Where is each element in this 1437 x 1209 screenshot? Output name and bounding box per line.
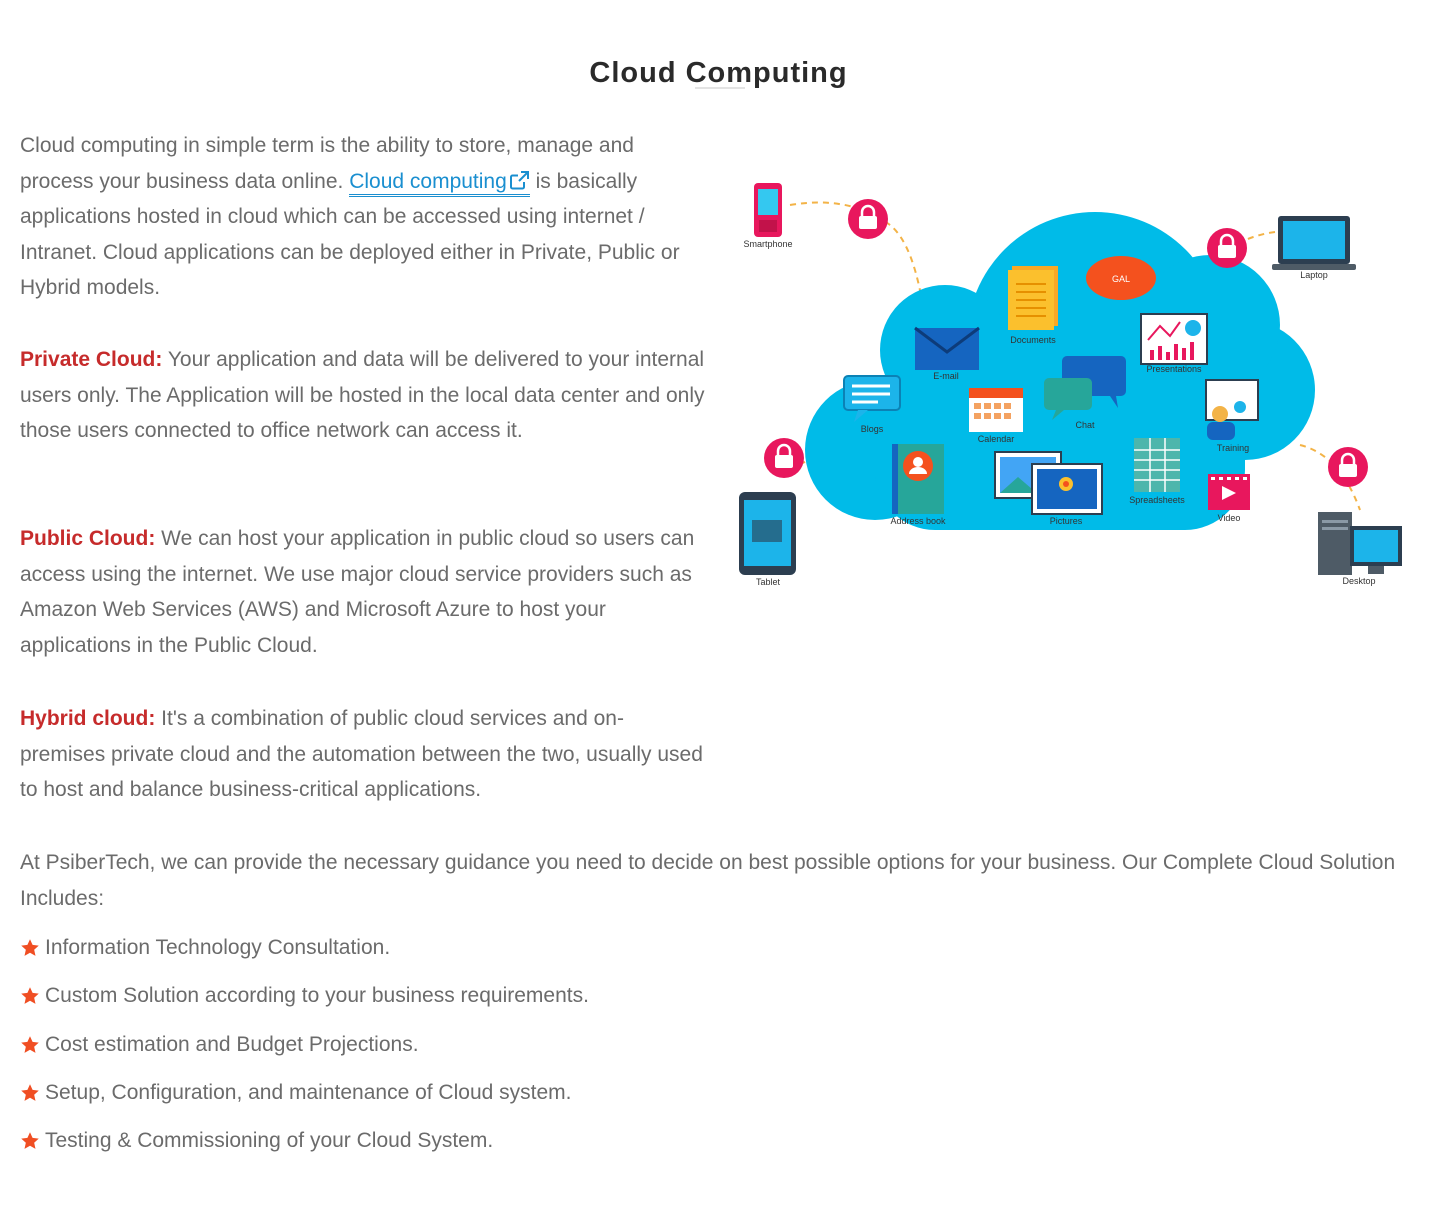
intro-paragraph: Cloud computing in simple term is the ab…	[20, 128, 705, 306]
list-item: Cost estimation and Budget Projections.	[20, 1027, 589, 1075]
hybrid-cloud-text: It's a combination of public cloud servi…	[20, 707, 703, 801]
smartphone-icon	[754, 183, 782, 237]
lock-icon	[1328, 447, 1368, 487]
list-item: Information Technology Consultation.	[20, 930, 589, 978]
private-cloud-paragraph: Private Cloud: Your application and data…	[20, 342, 705, 449]
address-book-icon	[892, 444, 944, 514]
feature-text: Testing & Commissioning of your Cloud Sy…	[45, 1129, 494, 1153]
smartphone-label: Smartphone	[743, 239, 792, 249]
star-icon	[21, 1132, 39, 1150]
video-icon	[1208, 474, 1250, 510]
presentations-icon	[1140, 313, 1208, 365]
page-title: Cloud Computing	[589, 57, 848, 90]
email-icon	[914, 326, 980, 370]
intro-text-after: is basically applications hosted in clou…	[20, 169, 680, 300]
calendar-label: Calendar	[978, 434, 1015, 444]
address-book-label: Address book	[890, 516, 946, 526]
presentations-label: Presentations	[1146, 364, 1202, 374]
tablet-label: Tablet	[756, 577, 781, 587]
gal-icon	[1086, 256, 1156, 300]
training-icon	[1205, 379, 1259, 440]
star-icon	[21, 987, 39, 1005]
private-cloud-label: Private Cloud:	[20, 348, 163, 371]
hybrid-cloud-label: Hybrid cloud:	[20, 707, 156, 730]
hybrid-cloud-paragraph: Hybrid cloud: It's a combination of publ…	[20, 701, 705, 808]
gal-label: GAL	[1112, 274, 1130, 284]
public-cloud-text: We can host your application in public c…	[20, 527, 695, 657]
lock-icon	[1207, 228, 1247, 268]
lock-icon	[848, 199, 888, 239]
chat-label: Chat	[1075, 420, 1095, 430]
documents-icon	[1008, 266, 1058, 330]
star-icon	[21, 1084, 39, 1101]
desktop-icon	[1318, 512, 1402, 575]
spreadsheets-icon	[1134, 438, 1180, 492]
public-cloud-paragraph: Public Cloud: We can host your applicati…	[20, 521, 705, 663]
documents-label: Documents	[1010, 335, 1056, 345]
cloud-computing-link-label: Cloud computing	[349, 169, 507, 193]
desktop-label: Desktop	[1342, 576, 1375, 586]
external-link-icon	[509, 170, 529, 189]
feature-text: Setup, Configuration, and maintenance of…	[45, 1080, 572, 1104]
chat-icon	[1044, 356, 1126, 420]
training-label: Training	[1217, 443, 1249, 453]
feature-text: Custom Solution according to your busine…	[45, 984, 589, 1008]
tablet-icon	[739, 492, 796, 575]
email-label: E-mail	[933, 371, 959, 381]
title-divider	[695, 87, 745, 89]
list-item: Setup, Configuration, and maintenance of…	[20, 1075, 589, 1123]
spreadsheets-label: Spreadsheets	[1129, 495, 1185, 505]
cloud-computing-illustration: Smartphone Laptop Tablet Desktop Documen…	[739, 183, 1402, 587]
star-icon	[21, 939, 39, 956]
laptop-label: Laptop	[1300, 270, 1328, 280]
star-icon	[21, 1035, 39, 1053]
blogs-icon	[843, 375, 901, 422]
public-cloud-label: Public Cloud:	[20, 527, 156, 550]
lock-icon	[764, 438, 804, 478]
feature-text: Cost estimation and Budget Projections.	[45, 1032, 419, 1056]
list-item: Custom Solution according to your busine…	[20, 978, 589, 1026]
private-cloud-text: Your application and data will be delive…	[20, 348, 705, 442]
cloud-computing-link[interactable]: Cloud computing	[349, 169, 530, 197]
laptop-icon	[1272, 216, 1356, 270]
calendar-icon	[969, 388, 1023, 432]
feature-list: Information Technology Consultation. Cus…	[20, 930, 589, 1171]
pictures-icon	[994, 451, 1103, 515]
list-item: Testing & Commissioning of your Cloud Sy…	[20, 1123, 589, 1171]
intro-text-before: Cloud computing in simple term is the ab…	[20, 134, 634, 193]
summary-paragraph: At PsiberTech, we can provide the necess…	[20, 851, 1396, 910]
feature-text: Information Technology Consultation.	[45, 936, 391, 959]
pictures-label: Pictures	[1050, 516, 1083, 526]
video-label: Video	[1218, 513, 1241, 523]
blogs-label: Blogs	[861, 424, 884, 434]
